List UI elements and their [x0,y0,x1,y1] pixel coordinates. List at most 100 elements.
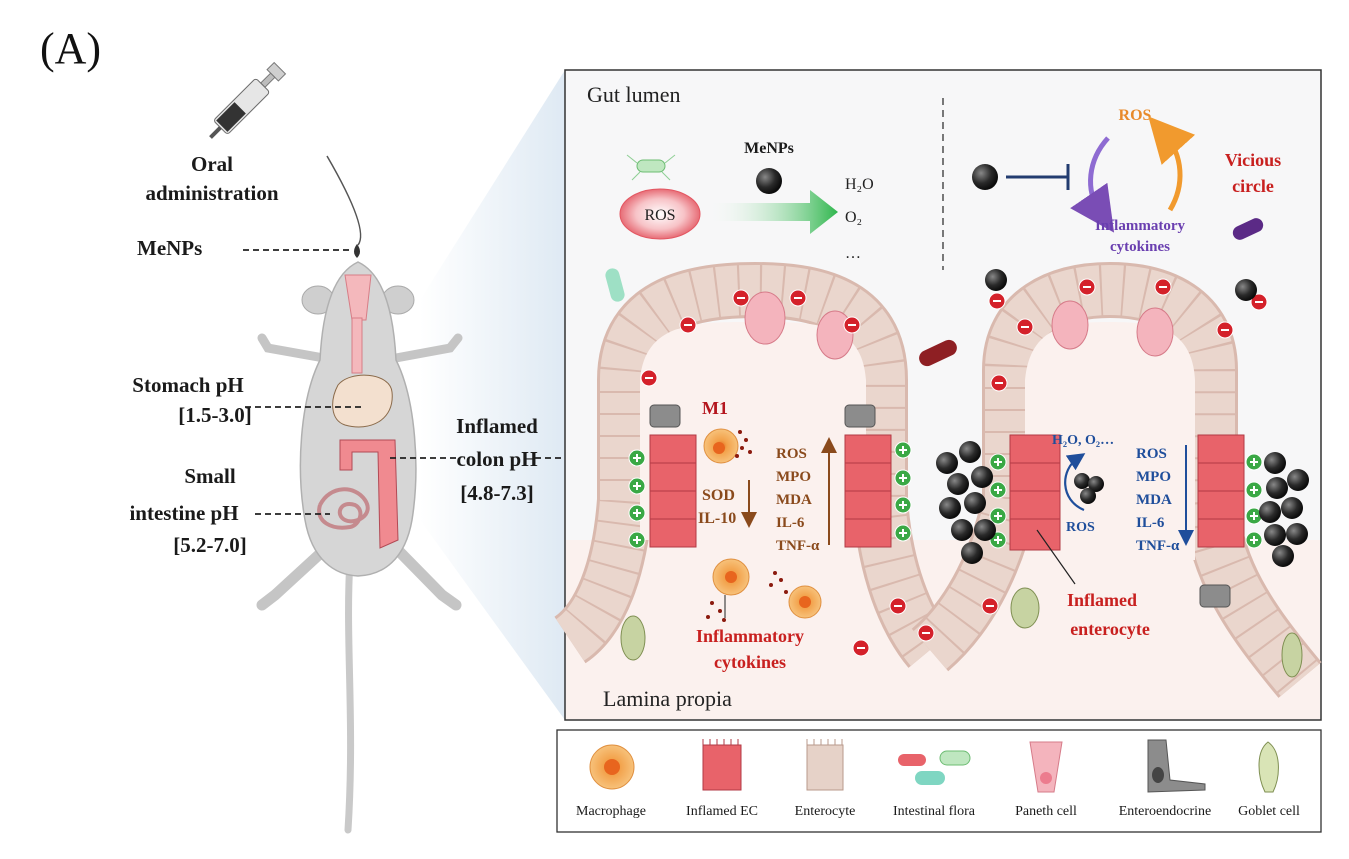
svg-text:intestine pH: intestine pH [129,501,238,525]
inflamed-ec-right-2 [1197,434,1245,548]
legend-label: Inflamed EC [686,804,758,819]
svg-text:SOD: SOD [702,487,735,504]
bacterium-purple-icon [1232,218,1264,240]
svg-text:Oral: Oral [191,152,233,176]
menp-particle-lumen-2 [1235,279,1257,301]
menp-cluster-right [1259,452,1309,567]
down-markers: SOD IL-10 [698,487,736,527]
flora-icon [626,154,676,181]
inflamed-enterocyte-label: Inflamed enterocyte [1067,590,1150,639]
legend-label: Goblet cell [1238,804,1300,819]
scavenge-curve-arrow [1064,453,1086,512]
svg-text:MPO: MPO [776,469,811,485]
menp-cluster-left [936,441,996,564]
svg-text:MDA: MDA [776,492,812,508]
svg-text:enterocyte: enterocyte [1070,619,1150,639]
svg-text:ROS: ROS [776,446,807,462]
drop-icon [354,244,360,258]
lamina-propria-label: Lamina propia [603,686,732,711]
svg-text:cytokines: cytokines [1110,239,1170,255]
flora-legend-icon [898,750,971,785]
svg-text:TNF-α: TNF-α [776,538,820,554]
oral-administration-label: Oral administration [145,152,278,205]
legend-label: Macrophage [576,804,646,819]
svg-text:[1.5-3.0]: [1.5-3.0] [178,403,251,427]
svg-text:Vicious: Vicious [1225,150,1281,170]
goblet-legend-icon [1258,741,1279,793]
inflamed-ec-icon [702,739,742,791]
svg-text:Inflammatory: Inflammatory [696,626,804,646]
svg-text:Stomach pH: Stomach pH [132,373,243,397]
cycle-cytokines-label: Inflammatory cytokines [1095,218,1185,255]
ros-to-cytokines-arrow [1070,136,1115,233]
up-markers-left: ROS MPO MDA IL-6 TNF-α [776,446,820,554]
svg-text:administration: administration [145,181,278,205]
cycle-ros-label: ROS [1119,107,1152,124]
cytokines-to-ros-arrow [1148,116,1196,212]
scavenge-ros-label: ROS [1066,520,1095,535]
svg-text:colon pH: colon pH [456,447,537,471]
menp-particle [756,168,782,194]
svg-text:MDA: MDA [1136,492,1172,508]
svg-text:circle: circle [1232,176,1274,196]
enterocyte-icon [806,739,844,791]
menp-particle-lumen-1 [985,269,1007,291]
macrophage-lamina-2 [788,585,822,619]
scavenge-arrow [705,190,838,234]
small-intestine-label: Small intestine pH [5.2-7.0] [129,464,246,557]
scavenge-products-label: H₂O, O₂… [1052,433,1114,448]
svg-text:…: … [845,245,861,262]
svg-text:TNF-α: TNF-α [1136,538,1180,554]
svg-text:cytokines: cytokines [714,652,786,672]
menp-inhibitor-particle [972,164,998,190]
gut-lumen-label: Gut lumen [587,82,681,107]
mouse-illustration [256,261,463,834]
m1-label: M1 [702,398,728,418]
svg-text:Inflammatory: Inflammatory [1095,218,1185,234]
ros-bubble [619,188,701,240]
stomach-label: Stomach pH [1.5-3.0] [132,373,251,427]
negative-charge-marks [645,286,1263,649]
svg-text:[5.2-7.0]: [5.2-7.0] [173,533,246,557]
goblet-cells [620,587,1303,678]
menp-cluster-center [1074,473,1104,504]
macrophage-lamina-1 [712,558,750,596]
cytokine-dots-1 [735,430,752,458]
inflamed-ec-right-1 [1009,434,1061,551]
positive-charge-marks [633,446,1258,544]
syringe-icon [209,61,287,139]
legend-labels: Macrophage Inflamed EC Enterocyte Intest… [576,804,1300,819]
lumen-menps-label: MeNPs [744,140,794,157]
villus-right [911,261,1322,698]
zoom-fan [420,70,565,720]
legend-label: Enteroendocrine [1119,804,1212,819]
enteroendocrine-cells [649,404,1231,608]
m1-macrophage-icon [703,428,739,464]
svg-text:IL-6: IL-6 [776,515,805,531]
svg-text:MPO: MPO [1136,469,1171,485]
svg-text:IL-10: IL-10 [698,510,736,527]
vicious-circle-label: Vicious circle [1225,150,1281,196]
colon-label: Inflamed colon pH [4.8-7.3] [456,414,538,505]
svg-text:IL-6: IL-6 [1136,515,1165,531]
legend-label: Enterocyte [795,804,856,819]
bacterium-red-icon [919,339,957,367]
svg-text:H₂O: H₂O [845,176,874,193]
svg-text:[4.8-7.3]: [4.8-7.3] [460,481,533,505]
inflammatory-cytokines-label: Inflammatory cytokines [696,626,804,672]
reduced-markers: ROS MPO MDA IL-6 TNF-α [1136,446,1180,554]
paneth-legend-icon [1029,741,1063,793]
inflamed-enterocyte-leader [1036,529,1076,585]
macrophage-icon [589,744,635,790]
panel-label: (A) [40,24,101,73]
legend-label: Intestinal flora [893,804,976,819]
legend-label: Paneth cell [1015,804,1077,819]
cytokine-dots-2 [706,571,788,622]
enteroendocrine-legend-icon [1147,739,1206,793]
svg-text:Inflamed: Inflamed [456,414,538,438]
svg-text:Small: Small [184,464,236,488]
bacterium-teal-icon [605,268,625,302]
paneth-cells [744,291,1174,360]
svg-text:ROS: ROS [1136,446,1167,462]
